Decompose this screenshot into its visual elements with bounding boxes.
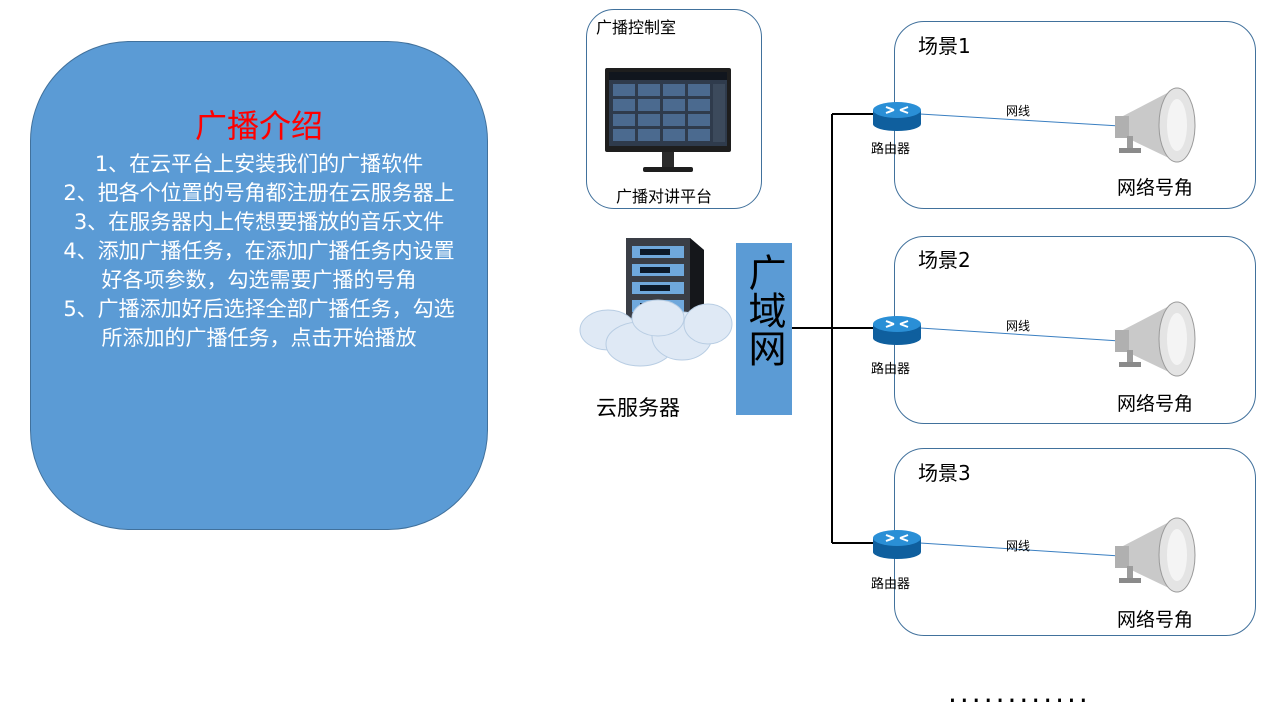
scene-box-1: [894, 21, 1256, 209]
platform-label: 广播对讲平台: [616, 187, 713, 206]
cable-label-1: 网线: [1006, 104, 1031, 118]
more-scenes-ellipsis: ............: [948, 676, 1091, 709]
intro-step: 1、在云平台上安装我们的广播软件: [94, 152, 424, 176]
router-label-2: 路由器: [871, 362, 911, 377]
cable-label-3: 网线: [1006, 539, 1031, 553]
horn-speaker-icon: [1115, 517, 1196, 593]
router-label-1: 路由器: [871, 142, 911, 157]
intro-panel: 广播介绍 1、在云平台上安装我们的广播软件 2、把各个位置的号角都注册在云服务器…: [30, 41, 488, 530]
control-room-box: 广播控制室 广播对讲平台: [586, 9, 762, 209]
speaker-label-2: 网络号角: [1117, 393, 1194, 415]
cable-label-2: 网线: [1006, 319, 1031, 333]
speaker-label-1: 网络号角: [1117, 177, 1194, 199]
router-icon: [873, 530, 921, 559]
intro-steps: 1、在云平台上安装我们的广播软件 2、把各个位置的号角都注册在云服务器上 3、在…: [57, 150, 461, 353]
intro-step: 4、添加广播任务，在添加广播任务内设置好各项参数，勾选需要广播的号角: [63, 239, 455, 292]
scene-title-2: 场景2: [918, 248, 971, 272]
horn-speaker-icon: [1115, 87, 1196, 163]
scene-title-3: 场景3: [918, 461, 971, 485]
router-icon: [873, 316, 921, 345]
horn-speaker-icon: [1115, 301, 1196, 377]
server-cloud-icon: [579, 238, 733, 367]
intro-step: 2、把各个位置的号角都注册在云服务器上: [63, 181, 455, 205]
intro-step: 3、在服务器内上传想要播放的音乐文件: [73, 210, 445, 234]
intro-title: 广播介绍: [194, 107, 323, 145]
control-room-title: 广播控制室: [596, 18, 677, 37]
scene-title-1: 场景1: [918, 34, 971, 58]
cloud-server-label: 云服务器: [596, 396, 680, 420]
wan-box: 广域网: [736, 243, 792, 415]
router-label-3: 路由器: [871, 577, 911, 592]
monitor-icon: [605, 68, 731, 172]
intro-step: 5、广播添加好后选择全部广播任务，勾选所添加的广播任务，点击开始播放: [63, 297, 455, 350]
speaker-label-3: 网络号角: [1117, 609, 1194, 631]
wan-label: 广域网: [742, 253, 786, 367]
router-icon: [873, 102, 921, 131]
